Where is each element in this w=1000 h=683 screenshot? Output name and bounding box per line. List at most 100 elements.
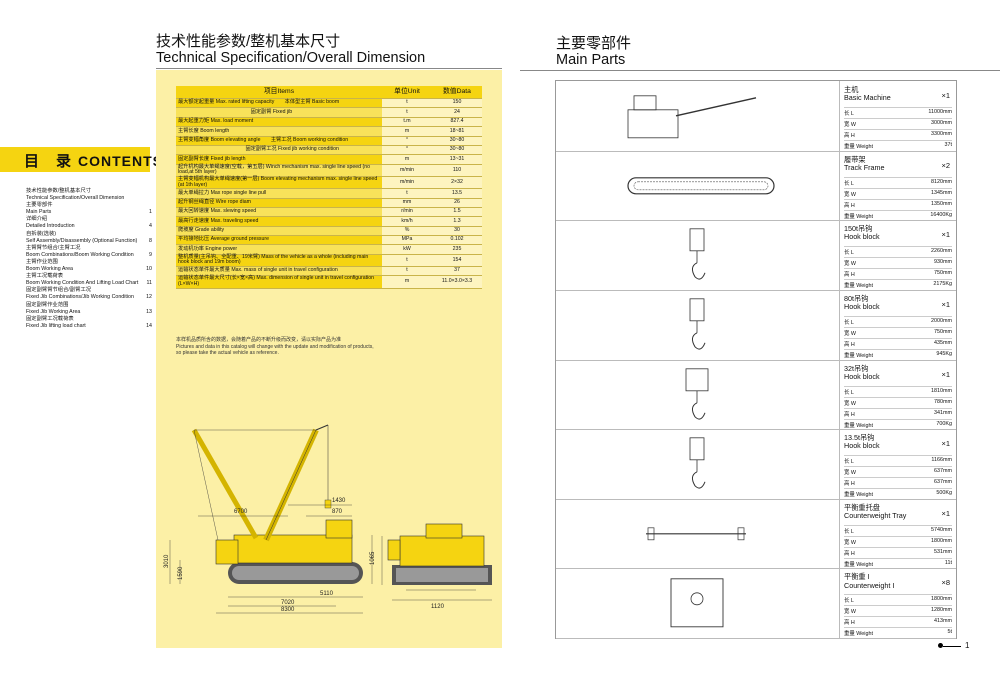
- contents-item-page: [149, 195, 152, 202]
- spec-cell-value: 2×32: [432, 176, 482, 190]
- contents-item[interactable]: Fixed Jib Combinations/Jib Working Condi…: [26, 294, 152, 301]
- spec-cell-unit: t: [382, 254, 432, 268]
- contents-item-page: [149, 188, 152, 195]
- part-image: [556, 220, 840, 290]
- side-dimension-lines: [169, 504, 373, 614]
- contents-item[interactable]: Boom Working Condition And Lifting Load …: [26, 280, 152, 287]
- part-dim-value: 16400Kg: [930, 211, 952, 218]
- part-dim-label: 长 L: [844, 459, 854, 466]
- left-header-rule: [156, 68, 502, 69]
- part-qty: ×2: [941, 160, 950, 170]
- contents-item[interactable]: Technical Specification/Overall Dimensio…: [26, 195, 152, 202]
- spec-cell-item: 主臂长度 Boom length: [176, 126, 382, 137]
- crane-dimension-drawing: 6700 1430 870 3010 1590 5110 7020 8300 1…: [164, 424, 492, 614]
- contents-item[interactable]: 技术性能参数/整机基本尺寸: [26, 188, 152, 195]
- part-dim-label: 高 H: [844, 341, 855, 348]
- contents-item[interactable]: 主要零部件: [26, 202, 152, 209]
- side-view-crane: [191, 424, 363, 584]
- part-dim-value: 1800mm: [931, 537, 952, 544]
- part-dim-label: 长 L: [844, 528, 854, 535]
- side-counterweight: [215, 539, 239, 565]
- contents-item-text: 固定副臂工况载荷表: [26, 315, 74, 322]
- spec-row: 运输状态单件最大尺寸(长×宽×高) Max. dimension of sing…: [176, 275, 482, 289]
- contents-item[interactable]: Boom Combinations/Boom Working Condition…: [26, 252, 152, 259]
- left-page-header: 技术性能参数/整机基本尺寸 Technical Specification/Ov…: [156, 33, 426, 67]
- part-dim-label: 宽 W: [844, 330, 856, 337]
- contents-item-page: [149, 259, 152, 266]
- contents-item-text: 主要零部件: [26, 202, 53, 209]
- contents-item-text: Main Parts: [26, 209, 52, 216]
- spec-cell-value: 24: [432, 107, 482, 118]
- part-dim-value: 700Kg: [936, 420, 952, 427]
- spec-cell-item: 整机质量(主吊钩、全配重、19米臂) Mass of the vehicle a…: [176, 254, 382, 268]
- part-dim-value: 2260mm: [931, 248, 952, 255]
- left-header-en: Technical Specification/Overall Dimensio…: [156, 50, 426, 66]
- part-qty: ×1: [941, 91, 950, 100]
- contents-item[interactable]: 详细介绍: [26, 216, 152, 223]
- part-dim-label: 高 H: [844, 550, 855, 557]
- contents-item[interactable]: 主臂臂节组合/主臂工况: [26, 245, 152, 252]
- spec-cell-value: 11.0×3.0×3.3: [432, 275, 482, 289]
- contents-item-page: [149, 316, 152, 323]
- spec-header-unit: 单位Unit: [382, 86, 432, 99]
- contents-item-page: [149, 287, 152, 294]
- contents-item[interactable]: 固定副臂作业范围: [26, 302, 152, 309]
- contents-item-page: 14: [146, 322, 152, 329]
- part-dim-label: 宽 W: [844, 539, 856, 546]
- contents-item[interactable]: 主臂作业范围: [26, 259, 152, 266]
- spec-cell-item: 最大回转速度 Max. slewing speed: [176, 207, 382, 218]
- contents-item[interactable]: 主臂工况载荷表: [26, 273, 152, 280]
- spec-cell-unit: °: [382, 145, 432, 156]
- contents-item-text: Fixed Jib Working Area: [26, 308, 81, 315]
- spec-cell-unit: r/min: [382, 207, 432, 218]
- part-dim-label: 长 L: [844, 250, 854, 257]
- contents-item-text: 主臂臂节组合/主臂工况: [26, 244, 81, 251]
- part-qty: ×1: [941, 369, 950, 379]
- spec-cell-value: 0.102: [432, 235, 482, 246]
- contents-item[interactable]: Self Assembly/Disassembly (Optional Func…: [26, 238, 152, 245]
- spec-cell-value: 235: [432, 244, 482, 255]
- hook-150t-icon: [689, 228, 706, 280]
- left-header-cn: 技术性能参数/整机基本尺寸: [156, 33, 341, 50]
- part-dim-value: 945Kg: [936, 350, 952, 357]
- part-dim-value: 531mm: [934, 548, 952, 555]
- part-name-cn: 32t吊钩: [844, 363, 869, 373]
- part-name-cn: 平衡重 I: [844, 572, 870, 582]
- part-dim-label: 重量 Weight: [844, 561, 873, 568]
- spec-cell-value: 154: [432, 254, 482, 268]
- contents-item[interactable]: 自拆装(选装): [26, 231, 152, 238]
- contents-item[interactable]: 固定副臂臂节组合/副臂工况: [26, 287, 152, 294]
- part-dim-label: 宽 W: [844, 470, 856, 477]
- spec-cell-value: 1.3: [432, 216, 482, 227]
- contents-item-page: [149, 245, 152, 252]
- part-dim-label: 宽 W: [844, 400, 856, 407]
- spec-cell-unit: m/min: [382, 164, 432, 177]
- part-dim-value: 1800mm: [931, 596, 952, 603]
- contents-item[interactable]: 固定副臂工况载荷表: [26, 316, 152, 323]
- part-dim-value: 1810mm: [931, 387, 952, 394]
- dim-1120: 1120: [431, 604, 445, 610]
